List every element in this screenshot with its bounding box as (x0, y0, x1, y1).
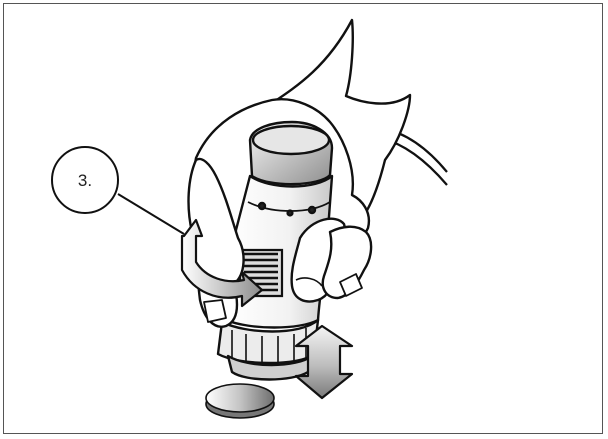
up-down-arrow-icon (294, 324, 354, 400)
rotate-arrow-icon (180, 218, 264, 308)
step-callout: 3. (51, 146, 185, 235)
step-label: 3. (78, 171, 92, 190)
sample-disk (205, 383, 275, 419)
middle-finger (321, 225, 373, 300)
